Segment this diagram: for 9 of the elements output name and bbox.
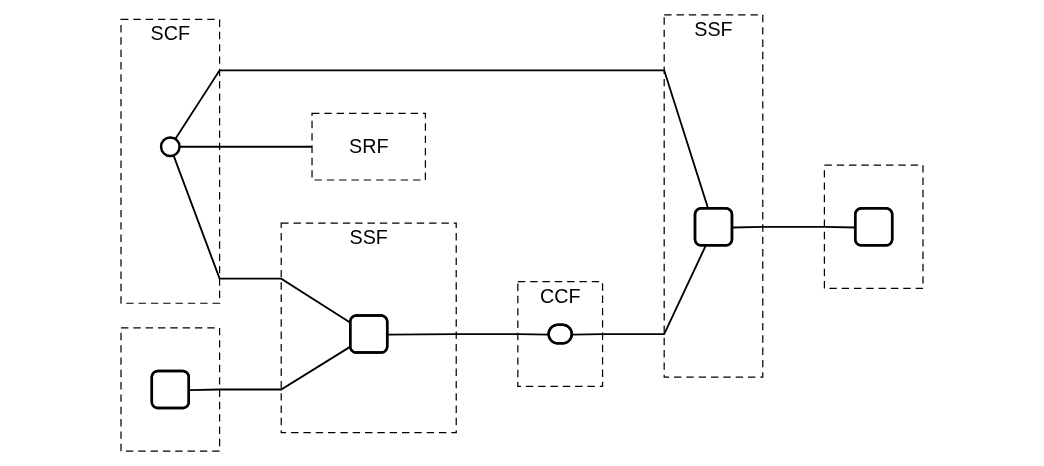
cluster: SSF (663, 14, 764, 378)
connector (571, 245, 707, 336)
node-box: SRF (311, 112, 427, 181)
cluster (823, 164, 924, 290)
node-circle (159, 136, 181, 158)
cluster (120, 327, 221, 452)
cluster: CCF (517, 281, 604, 388)
cluster: SCF (120, 18, 221, 304)
cluster: SSF (280, 222, 457, 434)
